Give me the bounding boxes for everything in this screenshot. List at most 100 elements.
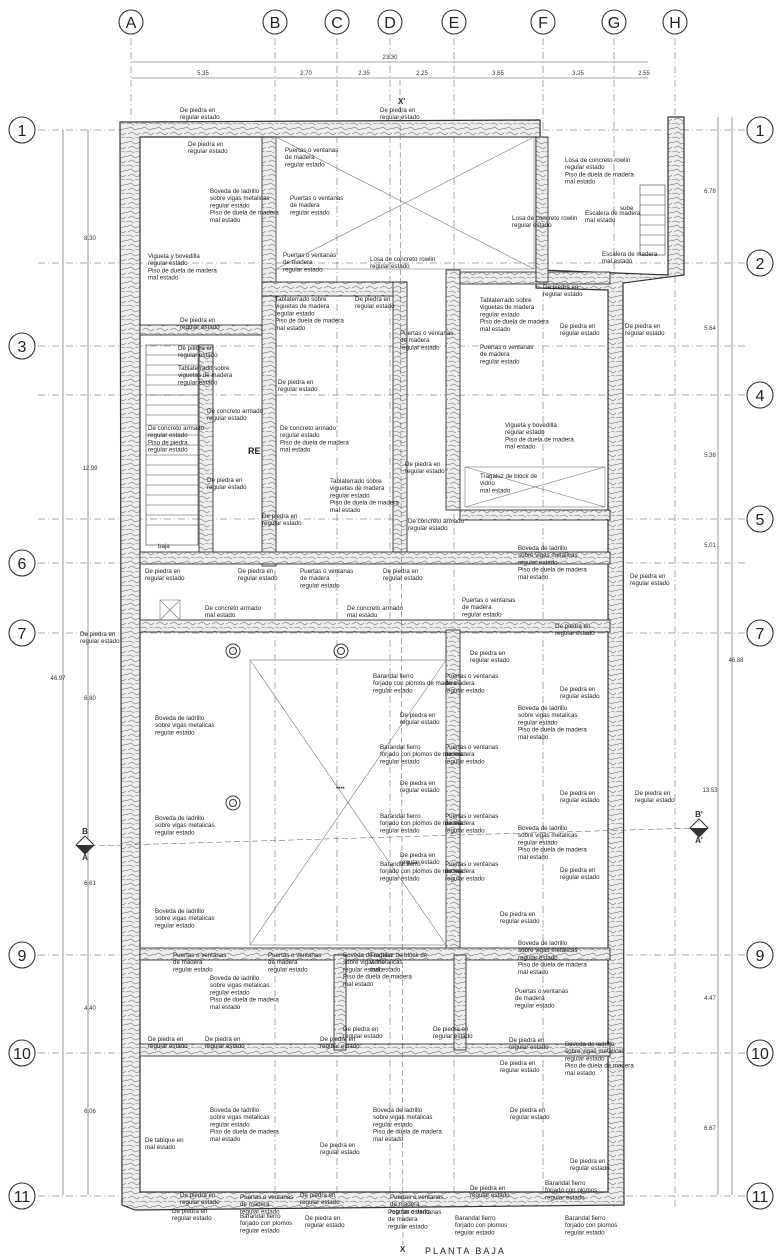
grid-row-label: 1	[756, 123, 765, 140]
grid-row-label: 10	[751, 1046, 769, 1063]
columns	[225, 643, 349, 811]
right-segment-dimension: 5.64	[704, 326, 716, 332]
left-segment-dimension: 8.30	[84, 236, 96, 242]
left-segment-dimension: 4.40	[84, 1006, 96, 1012]
grid-row-bubble-1-right: 1	[746, 116, 774, 144]
top-segment-dimension: 2.70	[300, 71, 312, 77]
left-segment-dimension: 6.06	[84, 1109, 96, 1115]
grid-row-bubble-1-left: 1	[8, 116, 36, 144]
grid-row-bubble-4-right: 4	[746, 381, 774, 409]
top-segment-dimension: 2.35	[358, 71, 370, 77]
grid-column-bubble-b: B	[262, 9, 288, 35]
label-baja: baja	[158, 543, 170, 550]
drawing-title: PLANTA BAJA	[425, 1246, 506, 1256]
grid-column-bubble-c: C	[324, 9, 350, 35]
right-overall-dimension: 46.88	[728, 658, 744, 664]
right-segment-dimension: 13.53	[702, 788, 718, 794]
grid-column-bubble-a: A	[118, 9, 144, 35]
grid-row-bubble-2-right: 2	[746, 249, 774, 277]
grid-row-bubble-11-right: 11	[746, 1182, 774, 1210]
grid-row-label: 7	[18, 626, 27, 643]
left-segment-dimension: 12.99	[82, 466, 98, 472]
light-wells	[159, 136, 606, 946]
grid-row-bubble-6-left: 6	[8, 549, 36, 577]
label-re: RE	[248, 446, 261, 456]
section-mark-right: B'A'	[689, 810, 709, 845]
label-center: ••••	[336, 785, 345, 792]
grid-row-label: 11	[14, 1189, 31, 1206]
grid-column-bubble-h: H	[662, 9, 688, 35]
grid-row-label: 1	[18, 123, 27, 140]
left-overall-dimension: 46.97	[50, 676, 66, 682]
grid-row-bubble-9-right: 9	[746, 941, 774, 969]
right-segment-dimension: 5.38	[704, 453, 716, 459]
grid-column-label: H	[669, 15, 681, 32]
grid-row-bubble-9-left: 9	[8, 941, 36, 969]
overall-width-dimension: 23.30	[382, 55, 398, 61]
right-segment-dimension: 5.01	[704, 543, 716, 549]
label-sube: sube	[620, 205, 634, 212]
grid-column-label: A	[126, 15, 137, 32]
left-segment-dimension: 6.80	[84, 696, 96, 702]
top-segment-dimension: 3.25	[572, 71, 584, 77]
section-mark-bottom: X	[400, 1245, 406, 1254]
top-segment-dimension: 3.65	[492, 71, 504, 77]
